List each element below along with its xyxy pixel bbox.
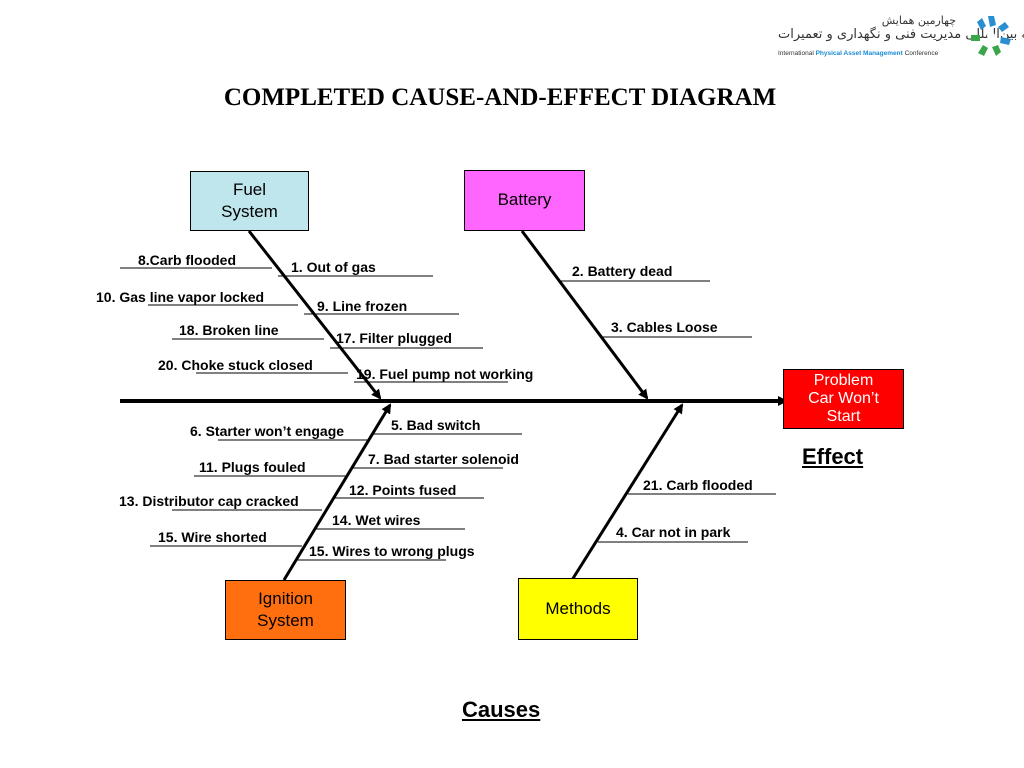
cause-c6: 6. Starter won’t engage [190, 423, 345, 439]
cause-c5: 5. Bad switch [391, 417, 481, 433]
diagram-title: COMPLETED CAUSE-AND-EFFECT DIAGRAM [223, 84, 777, 111]
logo-english-text: International Physical Asset Management … [778, 50, 968, 57]
fuel-system-label-line1: Fuel [232, 180, 267, 199]
cause-c15a: 15. Wire shorted [158, 529, 267, 545]
cause-c11: 11. Plugs fouled [199, 459, 306, 475]
logo-english-highlight: Physical Asset Management [815, 50, 903, 57]
cause-c3: 3. Cables Loose [611, 319, 718, 335]
effect-label: Effect [802, 444, 864, 469]
cause-c4: 4. Car not in park [616, 524, 731, 540]
fuel-system-label-line2: System [221, 202, 278, 221]
cause-c10: 10. Gas line vapor locked [96, 289, 265, 305]
cause-c1: 1. Out of gas [291, 259, 376, 275]
cause-c15b: 15. Wires to wrong plugs [309, 543, 475, 559]
battery-bone [520, 230, 649, 400]
effect-box-line2: Car Won’t [808, 390, 879, 407]
cause-c13: 13. Distributor cap cracked [119, 493, 299, 509]
problem-effect-box: Problem Car Won’t Start [783, 369, 904, 429]
conference-logo: چهارمین همایش سالانه بین‌المللی مدیریت ف… [778, 12, 1024, 70]
methods-bone [570, 403, 684, 581]
cause-c20: 20. Choke stuck closed [158, 357, 313, 373]
causes-label: Causes [462, 697, 541, 722]
cause-c12: 12. Points fused [349, 482, 457, 498]
ignition-system-label-line2: System [257, 611, 314, 630]
effect-box-line3: Start [826, 408, 861, 425]
cause-c18: 18. Broken line [179, 322, 279, 338]
logo-persian-line1: چهارمین همایش [881, 14, 956, 27]
cause-c2: 2. Battery dead [572, 263, 673, 279]
cause-c7: 7. Bad starter solenoid [368, 451, 519, 467]
cause-c17: 17. Filter plugged [336, 330, 452, 346]
cause-c19: 19. Fuel pump not working [356, 366, 534, 382]
ignition-system-box: Ignition System [225, 580, 346, 640]
cause-c9: 9. Line frozen [317, 298, 408, 314]
battery-label: Battery [497, 190, 552, 209]
methods-box: Methods [518, 578, 638, 640]
methods-label: Methods [545, 599, 611, 618]
fuel-system-box: Fuel System [190, 171, 309, 231]
logo-emblem-icon [971, 16, 1011, 56]
ignition-system-label-line1: Ignition [258, 589, 313, 608]
cause-c14: 14. Wet wires [332, 512, 421, 528]
logo-english-post: Conference [902, 50, 939, 57]
cause-c21: 21. Carb flooded [643, 477, 753, 493]
battery-box: Battery [464, 170, 585, 231]
effect-box-line1: Problem [813, 372, 874, 389]
cause-c8: 8.Carb flooded [138, 252, 237, 268]
logo-english-pre: International [778, 50, 816, 57]
